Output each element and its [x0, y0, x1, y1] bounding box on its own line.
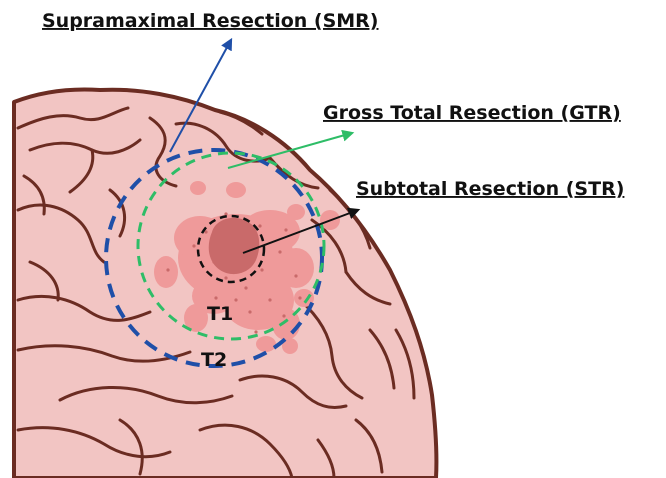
str-label: Subtotal Resection (STR): [356, 178, 624, 200]
tumor-core: [209, 218, 260, 274]
smr-label: Supramaximal Resection (SMR): [42, 10, 379, 32]
t1-label: T1: [207, 303, 233, 325]
t2-label: T2: [201, 349, 227, 371]
gtr-label: Gross Total Resection (GTR): [323, 102, 621, 124]
